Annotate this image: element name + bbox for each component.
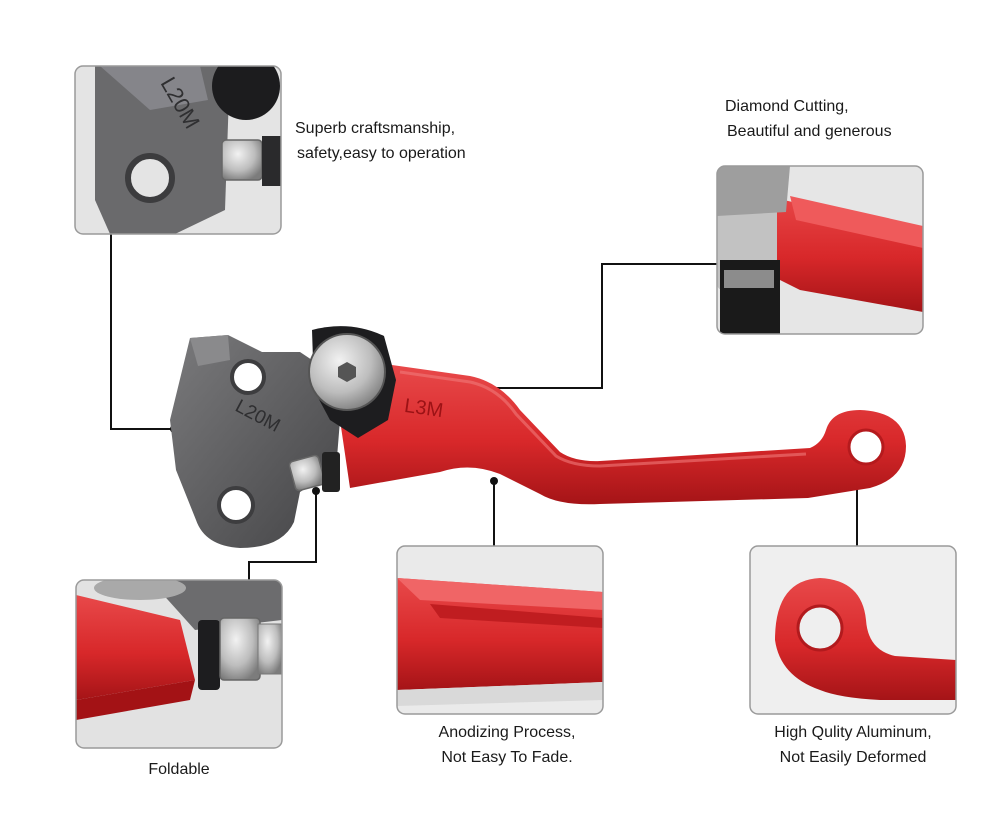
dot-anodizing [490, 477, 498, 485]
caption-diamond-line1: Diamond Cutting, [725, 98, 849, 115]
caption-aluminum-line1: High Qulity Aluminum, [774, 724, 932, 741]
connector-foldable [248, 491, 317, 580]
detail-frame-foldable [75, 579, 283, 749]
bracket-body [170, 335, 340, 548]
lever-arm [340, 365, 906, 505]
connector-diamond [480, 263, 717, 389]
caption-foldable: Foldable [76, 757, 282, 782]
dot-foldable [312, 487, 320, 495]
bracket-top-hole [230, 359, 266, 395]
main-bracket: L20M [170, 326, 396, 548]
caption-anodizing-line1: Anodizing Process, [438, 724, 576, 741]
detail-frame-craftsmanship: L20M [74, 65, 282, 235]
lever-engraving: L3M [403, 395, 445, 422]
caption-diamond-line2: Beautiful and generous [727, 123, 892, 140]
caption-craftsmanship-line2: safety,easy to operation [297, 145, 466, 162]
caption-foldable-line1: Foldable [148, 761, 210, 778]
caption-anodizing-line2: Not Easy To Fade. [441, 749, 573, 766]
caption-anodizing: Anodizing Process, Not Easy To Fade. [397, 720, 617, 770]
caption-craftsmanship-line1: Superb craftsmanship, [295, 120, 456, 137]
connector-craftsmanship [110, 234, 174, 430]
caption-aluminum-line2: Not Easily Deformed [779, 749, 927, 766]
caption-diamond: Diamond Cutting, Beautiful and generous [725, 94, 892, 144]
detail-frame-anodizing [396, 545, 604, 715]
detail-frame-diamond [716, 165, 924, 335]
caption-aluminum: High Qulity Aluminum, Not Easily Deforme… [740, 720, 966, 770]
connector-lines [110, 234, 858, 580]
caption-craftsmanship: Superb craftsmanship, safety,easy to ope… [295, 116, 466, 166]
detail-frame-aluminum [749, 545, 957, 715]
main-lever: L3M [340, 365, 906, 505]
lever-end-hole [847, 428, 885, 466]
bracket-mount-hole [217, 486, 255, 524]
